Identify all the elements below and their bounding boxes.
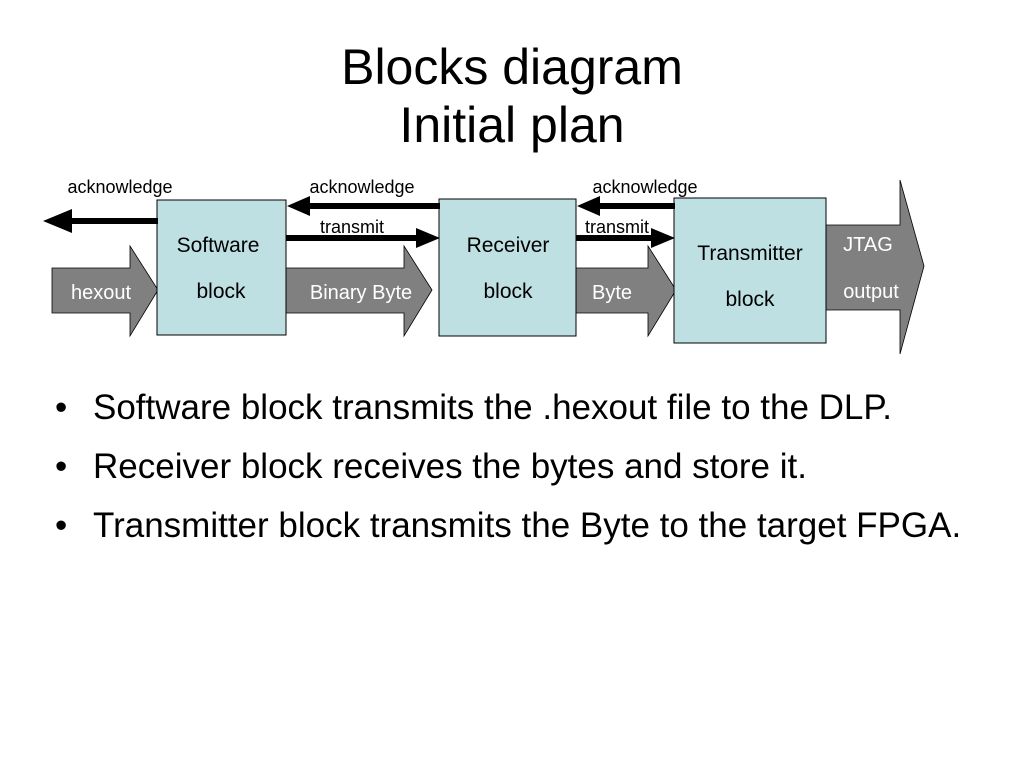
jtag-label-2: output [843, 281, 899, 303]
software-block [156, 199, 287, 336]
receiver-block-label-2: block [483, 280, 533, 303]
slide-title: Blocks diagram Initial plan [0, 38, 1024, 154]
ack-right-label: acknowledge [592, 177, 697, 197]
transmitter-block-label-1: Transmitter [697, 242, 802, 265]
ack-right-arrowhead [577, 196, 600, 216]
transmit-left-arrowhead [416, 228, 440, 248]
jtag-output-flow-arrow [825, 179, 925, 355]
software-block-label-2: block [196, 280, 246, 303]
receiver-block [438, 198, 577, 337]
byte-label: Byte [592, 282, 632, 304]
binary-byte-flow-arrow [285, 244, 433, 338]
transmit-right-label: transmit [585, 217, 649, 237]
transmitter-block-label-2: block [725, 288, 775, 311]
bullet-item: Software block transmits the .hexout fil… [55, 385, 975, 430]
software-block-label-1: Software [177, 234, 260, 257]
byte-flow-arrow [575, 244, 677, 338]
title-line-1: Blocks diagram [341, 39, 683, 95]
transmitter-block [673, 197, 827, 344]
bullet-list: Software block transmits the .hexout fil… [55, 385, 975, 562]
ack-left-arrowhead [43, 209, 72, 233]
ack-middle-label: acknowledge [309, 177, 414, 197]
receiver-block-label-1: Receiver [467, 234, 550, 257]
title-line-2: Initial plan [399, 97, 625, 153]
bullet-item: Transmitter block transmits the Byte to … [55, 503, 975, 548]
transmit-right-arrowhead [651, 228, 675, 248]
jtag-label-1: JTAG [843, 234, 893, 256]
hexout-flow-arrow [51, 244, 159, 338]
ack-middle-arrowhead [287, 196, 310, 216]
block-diagram: acknowledge acknowledge acknowledge tran… [43, 177, 925, 355]
hexout-label: hexout [71, 282, 131, 304]
binary-byte-label: Binary Byte [310, 282, 412, 304]
bullet-item: Receiver block receives the bytes and st… [55, 444, 975, 489]
transmit-left-label: transmit [320, 217, 384, 237]
ack-left-label: acknowledge [67, 177, 172, 197]
